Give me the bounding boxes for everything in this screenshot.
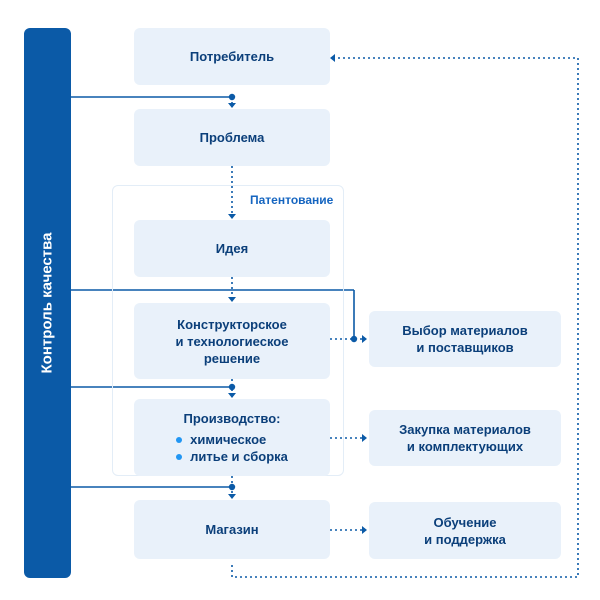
- arrow-head: [228, 103, 236, 108]
- purchase-line-2: и комплектующих: [406, 439, 524, 454]
- problem-label: Проблема: [199, 130, 265, 145]
- arrow-head: [362, 526, 367, 534]
- consumer-label: Потребитель: [189, 49, 275, 64]
- purchase-box: Закупка материалов и комплектующих: [369, 410, 561, 466]
- problem-box: Проблема: [134, 109, 330, 166]
- production-box: Производство: химическое литье и сборка: [134, 399, 330, 476]
- junction-dot: [350, 335, 358, 343]
- arrow-head: [362, 434, 367, 442]
- junction-dot: [228, 483, 236, 491]
- design-line-2: и технологиеское: [175, 333, 289, 349]
- arrow-head: [228, 297, 236, 302]
- junction-dot: [228, 383, 236, 391]
- training-line-1: Обучение: [433, 514, 497, 530]
- consumer-box: Потребитель: [134, 28, 330, 85]
- production-title: Производство:: [183, 411, 281, 426]
- purchase-line-1: Закупка материалов: [399, 422, 531, 437]
- materials-line-1: Выбор материалов: [402, 323, 528, 338]
- junction-dot: [228, 93, 236, 101]
- idea-box: Идея: [134, 220, 330, 277]
- production-list: химическое литье и сборка: [176, 431, 288, 465]
- design-box: Конструкторское и технологиеское решение: [134, 303, 330, 379]
- arrow-head: [330, 54, 335, 62]
- design-line-1: Конструкторское: [177, 316, 287, 332]
- materials-line-2: и поставщиков: [416, 340, 514, 355]
- training-box: Обучение и поддержка: [369, 502, 561, 559]
- store-label: Магазин: [205, 522, 259, 537]
- store-box: Магазин: [134, 500, 330, 559]
- materials-box: Выбор материалов и поставщиков: [369, 311, 561, 367]
- idea-label: Идея: [215, 241, 249, 256]
- quality-control-bar: [24, 28, 71, 578]
- arrow-head: [228, 214, 236, 219]
- arrow-head: [228, 393, 236, 398]
- design-line-3: решение: [203, 350, 261, 366]
- arrow-head: [362, 335, 367, 343]
- quality-control-label: Контроль качества: [38, 232, 56, 374]
- patent-group-label: Патентование: [250, 193, 334, 207]
- production-item: литье и сборка: [176, 448, 288, 465]
- arrow-head: [228, 494, 236, 499]
- production-item: химическое: [176, 431, 288, 448]
- training-line-2: и поддержка: [424, 531, 506, 547]
